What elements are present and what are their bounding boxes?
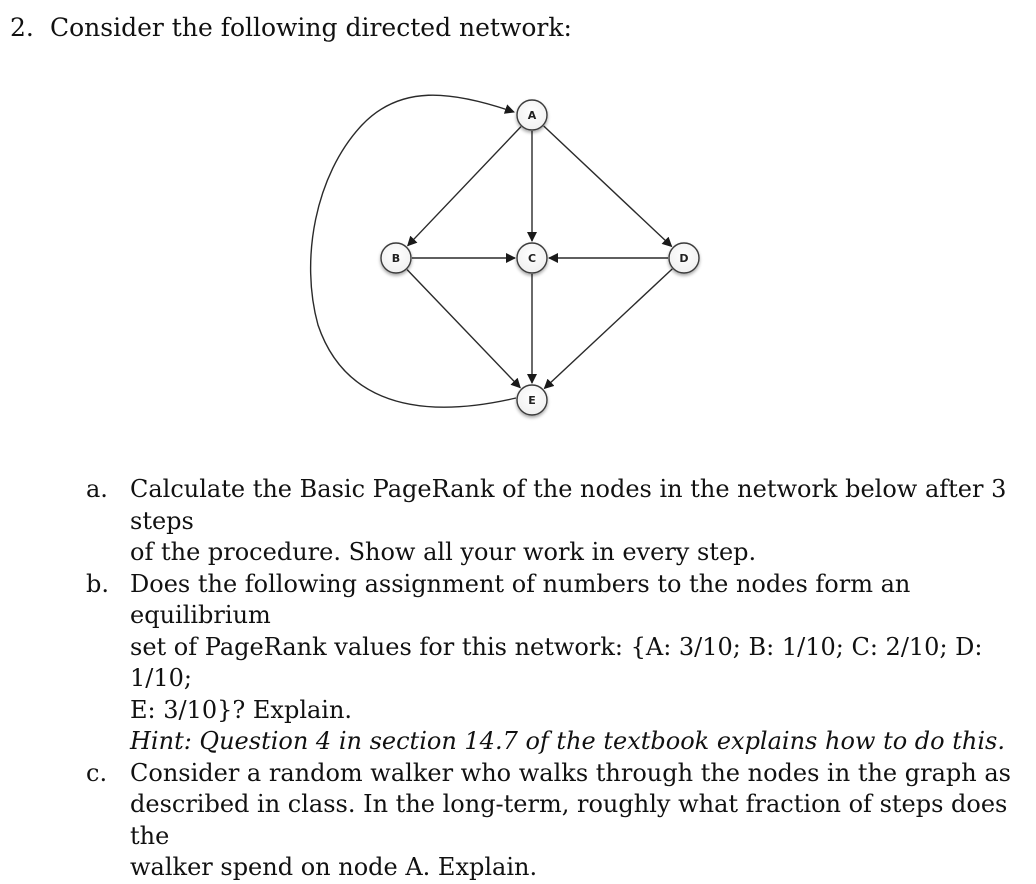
- node-c-circle: [516, 242, 548, 274]
- node-e: E: [516, 384, 548, 416]
- node-b: B: [380, 242, 412, 274]
- part-b-line-3: E: 3/10}? Explain.: [130, 695, 353, 724]
- node-a: A: [516, 99, 548, 131]
- edges-layer: [309, 94, 673, 408]
- question-parts: a. Calculate the Basic PageRank of the n…: [86, 474, 1026, 884]
- edge-a-to-d: [543, 125, 673, 248]
- nodes-layer: A B C D E: [380, 99, 700, 416]
- part-c: c. Consider a random walker who walks th…: [86, 758, 1026, 884]
- part-c-letter: c.: [86, 758, 108, 787]
- question-number: 2.: [10, 13, 34, 42]
- node-d-label: D: [679, 252, 688, 265]
- node-d: D: [668, 242, 700, 274]
- node-c: C: [516, 242, 548, 274]
- question-text: Consider the following directed network:: [50, 13, 572, 42]
- part-c-text: Consider a random walker who walks throu…: [130, 758, 1026, 884]
- edge-b-to-e: [406, 269, 521, 389]
- edge-d-to-e: [543, 268, 673, 390]
- node-b-label: B: [392, 252, 400, 265]
- part-a-line-2: of the procedure. Show all your work in …: [130, 538, 757, 566]
- network-diagram: A B C D E: [309, 94, 700, 416]
- part-a: a. Calculate the Basic PageRank of the n…: [86, 474, 1026, 569]
- part-b-letter: b.: [86, 569, 109, 598]
- node-e-label: E: [528, 394, 536, 407]
- part-b-hint: Hint: Question 4 in section 14.7 of the …: [130, 727, 1005, 755]
- part-a-text: Calculate the Basic PageRank of the node…: [130, 474, 1026, 569]
- part-b: b. Does the following assignment of numb…: [86, 569, 1026, 758]
- edge-a-to-b: [407, 126, 522, 247]
- part-b-line-1: Does the following assignment of numbers…: [130, 569, 911, 630]
- node-d-circle: [668, 242, 700, 274]
- edge-e-to-a: [309, 94, 517, 408]
- part-a-letter: a.: [86, 475, 108, 503]
- part-a-line-1: Calculate the Basic PageRank of the node…: [130, 475, 1007, 535]
- node-a-circle: [516, 99, 548, 131]
- part-c-line-1: Consider a random walker who walks throu…: [130, 758, 1011, 787]
- question-heading: 2. Consider the following directed networ…: [10, 12, 572, 44]
- node-b-circle: [380, 242, 412, 274]
- node-e-circle: [516, 384, 548, 416]
- part-c-line-3: walker spend on node A. Explain.: [130, 853, 538, 881]
- node-c-label: C: [528, 252, 536, 265]
- part-b-line-2: set of PageRank values for this network:…: [130, 632, 983, 693]
- part-b-text: Does the following assignment of numbers…: [130, 569, 1026, 758]
- part-c-line-2: described in class. In the long-term, ro…: [130, 790, 1008, 850]
- node-a-label: A: [528, 109, 537, 122]
